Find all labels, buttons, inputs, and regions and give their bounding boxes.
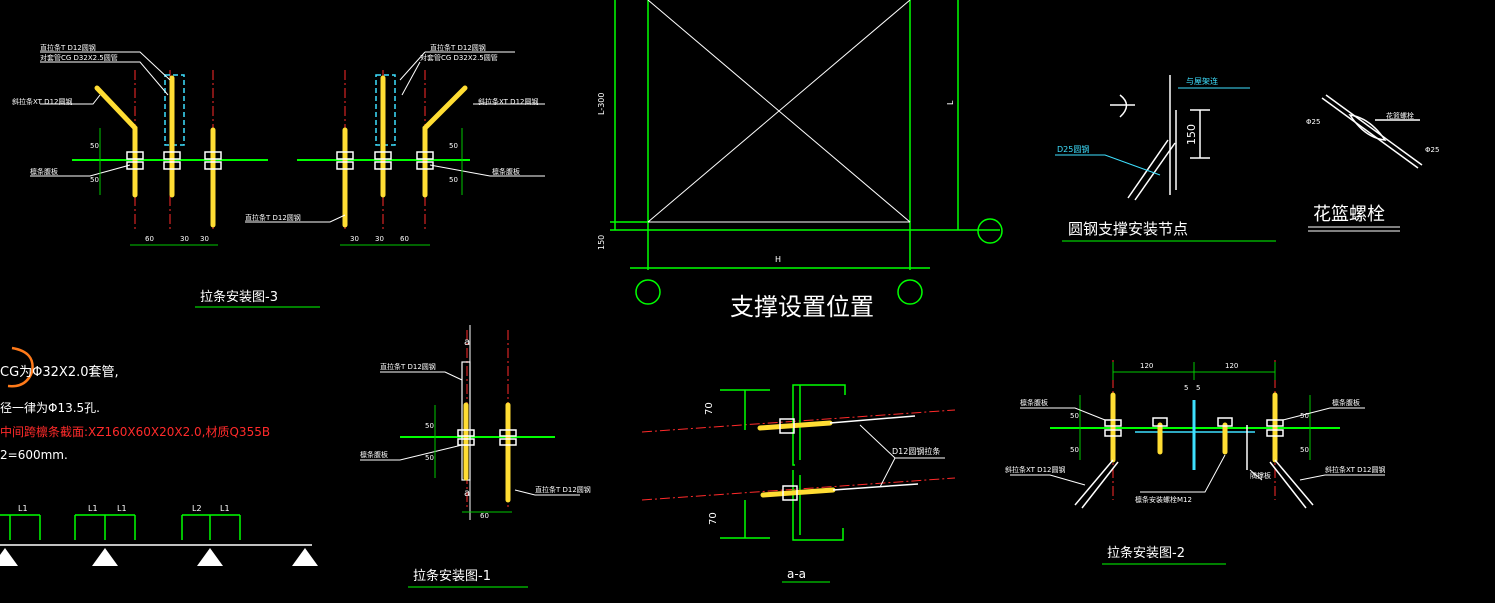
fig3-dim-60-right: 60 <box>400 235 409 243</box>
node-title: 圆钢支撑安装节点 <box>1068 220 1188 238</box>
note-line-1: CG为Φ32X2.0套管, <box>0 364 119 380</box>
bracing-dim-l300: L-300 <box>597 93 606 115</box>
fig1-label-bottom: 直拉条T D12圆钢 <box>535 485 591 494</box>
fig1-dim-60: 60 <box>480 512 489 520</box>
figure-turnbuckle: Φ25 Φ25 花篮螺栓 花篮螺栓 <box>1306 94 1439 232</box>
fig3-label-straight-t: 直拉条T D12圆钢 <box>40 43 96 52</box>
fig1-title: 拉条安装图-1 <box>413 568 491 584</box>
fig2-title: 拉条安装图-2 <box>1107 545 1185 561</box>
fig3-dim-30-a: 30 <box>180 235 189 243</box>
fig3-dim-50-d: 50 <box>449 176 458 184</box>
fig2-dim-120-b: 120 <box>1225 362 1238 370</box>
turnbuckle-title: 花篮螺栓 <box>1313 204 1385 225</box>
node-label-d25: D25圆钢 <box>1057 144 1089 154</box>
fig1-section-a-bottom: a <box>464 488 470 499</box>
note-line-3: 中间跨檩条截面:XZ160X60X20X2.0,材质Q355B <box>0 424 270 439</box>
figure-section-aa: D12圆钢拉条 70 70 a-a <box>641 384 956 583</box>
support-l1-d: L1 <box>220 504 230 513</box>
support-l1-b: L1 <box>88 504 98 513</box>
fig2-dim-50-b: 50 <box>1070 446 1079 454</box>
fig3-label-web-left: 檩条腹板 <box>30 167 58 176</box>
support-l2: L2 <box>192 504 202 513</box>
support-l1-a: L1 <box>18 504 28 513</box>
fig2-label-bolt: 檩条安装螺栓M12 <box>1135 495 1192 504</box>
section-title: a-a <box>787 567 806 581</box>
supports-diagram: L1 L1 L1 L2 L1 <box>0 504 318 566</box>
fig2-label-oblique-left: 斜拉条XT D12圆钢 <box>1005 465 1065 474</box>
fig3-dim-30-d: 30 <box>375 235 384 243</box>
fig1-dim-50-b: 50 <box>425 454 434 462</box>
fig3-dim-30-c: 30 <box>350 235 359 243</box>
fig2-dim-50-d: 50 <box>1300 446 1309 454</box>
notes-block: CG为Φ32X2.0套管, 径一律为Φ13.5孔. 中间跨檩条截面:XZ160X… <box>0 346 270 462</box>
fig2-label-oblique-right: 斜拉条XT D12圆钢 <box>1325 465 1385 474</box>
figure-tie-rod-3: 直拉条T D12圆钢 对套管CG D32X2.5圆管 斜拉条XT D12圆钢 檩… <box>12 43 545 308</box>
fig2-dim-50-c: 50 <box>1300 412 1309 420</box>
bracing-dim-h: H <box>775 255 781 264</box>
node-dim-150: 150 <box>1185 124 1198 145</box>
turnbuckle-phi-right: Φ25 <box>1425 146 1439 154</box>
bracing-title: 支撑设置位置 <box>730 293 874 321</box>
fig1-label-straight-t: 直拉条T D12圆钢 <box>380 362 436 371</box>
fig3-label-web-right: 檩条腹板 <box>492 167 520 176</box>
fig3-dim-50-b: 50 <box>90 176 99 184</box>
fig2-dim-5-b: 5 <box>1196 384 1200 392</box>
fig3-dim-50-a: 50 <box>90 142 99 150</box>
figure-tie-rod-2: 120 120 5 5 檩条腹板 檩条腹板 斜拉条XT D12圆钢 斜拉条XT … <box>1005 360 1385 565</box>
turnbuckle-label-bolt: 花篮螺栓 <box>1386 111 1414 120</box>
fig3-dim-30-b: 30 <box>200 235 209 243</box>
node-label-connect: 与屋架连 <box>1186 76 1218 86</box>
fig2-dim-50-a: 50 <box>1070 412 1079 420</box>
fig2-dim-120-a: 120 <box>1140 362 1153 370</box>
section-label-d12: D12圆钢拉条 <box>892 446 940 456</box>
section-dim-70-top: 70 <box>704 402 715 415</box>
support-l1-c: L1 <box>117 504 127 513</box>
fig2-label-web-left: 檩条腹板 <box>1020 398 1048 407</box>
fig3-dim-50-c: 50 <box>449 142 458 150</box>
fig3-title: 拉条安装图-3 <box>200 289 278 305</box>
fig3-label-sleeve-right: 对套管CG D32X2.5圆管 <box>420 53 498 62</box>
figure-round-steel-node: 与屋架连 D25圆钢 150 圆钢支撑安装节点 <box>1055 75 1276 242</box>
bracing-dim-l: L <box>946 100 955 105</box>
figure-bracing-position: L-300 L H 150 支撑设置位置 <box>597 0 1003 321</box>
note-line-4: 2=600mm. <box>0 448 68 462</box>
turnbuckle-phi-left: Φ25 <box>1306 118 1320 126</box>
fig3-label-sleeve: 对套管CG D32X2.5圆管 <box>40 53 118 62</box>
fig3-label-bottom: 直拉条T D12圆钢 <box>245 213 301 222</box>
fig3-label-oblique: 斜拉条XT D12圆钢 <box>12 97 72 106</box>
fig2-label-web-right: 檩条腹板 <box>1332 398 1360 407</box>
figure-tie-rod-1: 直拉条T D12圆钢 檩条腹板 直拉条T D12圆钢 50 50 60 a a … <box>360 325 591 588</box>
fig3-label-straight-t-right: 直拉条T D12圆钢 <box>430 43 486 52</box>
fig3-dim-60-left: 60 <box>145 235 154 243</box>
note-line-2: 径一律为Φ13.5孔. <box>0 401 100 415</box>
fig1-section-a-top: a <box>464 337 470 348</box>
fig2-label-stiff: 隅撑板 <box>1250 471 1271 480</box>
fig2-dim-5-a: 5 <box>1184 384 1188 392</box>
fig1-label-web: 檩条腹板 <box>360 450 388 459</box>
fig1-dim-50-a: 50 <box>425 422 434 430</box>
fig3-label-oblique-right: 斜拉条XT D12圆钢 <box>478 97 538 106</box>
section-dim-70-bottom: 70 <box>708 512 719 525</box>
bracing-dim-150: 150 <box>597 235 606 250</box>
